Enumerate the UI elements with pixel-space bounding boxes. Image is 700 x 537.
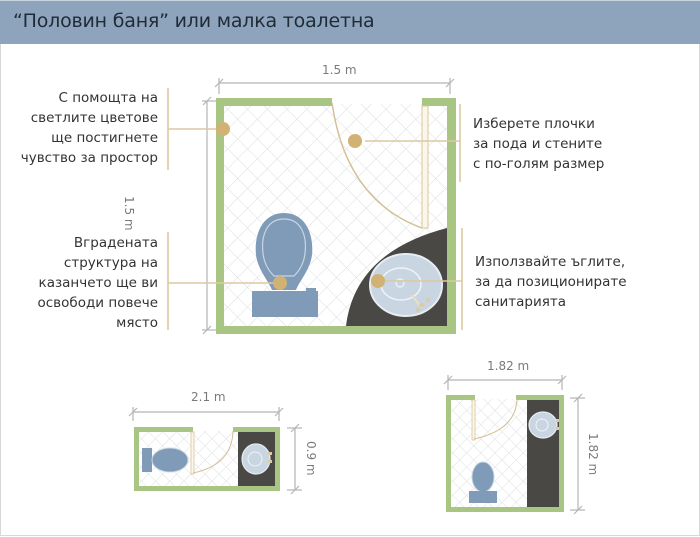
main-width-dimension [214, 78, 455, 94]
marker-corners [371, 274, 385, 288]
square-toilet-icon [469, 461, 497, 503]
marker-light-colors [216, 122, 230, 136]
main-walls [216, 98, 456, 334]
narrow-toilet-icon [142, 447, 189, 473]
note-light-colors: С помощта на светлите цветове ще постигн… [20, 90, 158, 166]
marker-cistern [273, 276, 287, 290]
square-floor-plan [443, 375, 585, 515]
note-tiles: Изберете плочки за пода и стените с по-г… [473, 116, 605, 172]
narrow-walls [134, 427, 280, 491]
note-corners: Използвайте ъглите, за да позиционирате … [475, 254, 627, 310]
square-height-label: 1.82 m [586, 433, 600, 476]
main-height-dimension [202, 96, 216, 335]
narrow-sink-icon [241, 443, 272, 475]
main-floor-plan [167, 78, 463, 335]
square-width-label: 1.82 m [487, 359, 530, 373]
main-width-label: 1.5 m [322, 63, 357, 77]
main-door [331, 102, 429, 229]
page-title: “Половин баня” или малка тоалетна [13, 10, 375, 32]
narrow-width-label: 2.1 m [191, 390, 226, 404]
main-height-label: 1.5 m [122, 196, 136, 231]
narrow-floor-plan [128, 407, 302, 495]
note-built-in-cistern: Вградената структура на казанчето ще ви … [37, 235, 158, 331]
header-bar: “Половин баня” или малка тоалетна [0, 0, 700, 44]
corner-sink-icon [369, 253, 443, 317]
square-height-dimension [570, 393, 585, 515]
narrow-width-dimension [128, 407, 284, 421]
marker-tiles [348, 134, 362, 148]
annotation-markers [216, 122, 385, 290]
narrow-height-label: 0.9 m [304, 441, 318, 476]
square-sink-icon [528, 411, 559, 439]
toilet-icon [252, 213, 318, 317]
narrow-height-dimension [287, 423, 302, 495]
square-walls [446, 395, 564, 512]
square-width-dimension [443, 375, 567, 390]
annotation-leaders [167, 88, 463, 330]
